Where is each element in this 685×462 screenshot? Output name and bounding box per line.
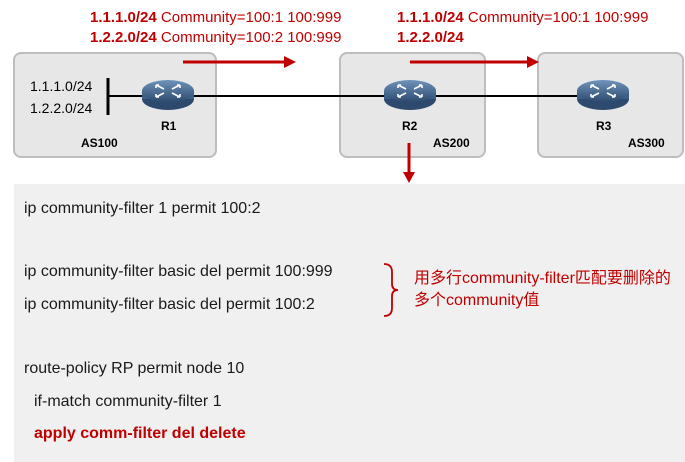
route-label-line1: 1.1.1.0/24 Community=100:1 100:999 xyxy=(90,9,342,26)
prefix-item: 1.2.2.0/24 xyxy=(30,100,93,116)
route-label-line2: 1.2.2.0/24 Community=100:2 100:999 xyxy=(90,29,342,46)
prefix-item: 1.1.1.0/24 xyxy=(30,78,93,94)
route-label-r1-r2: 1.1.1.0/24 Community=100:1 100:999 1.2.2… xyxy=(90,8,341,48)
config-line: route-policy RP permit node 10 xyxy=(24,360,245,377)
brace xyxy=(383,263,399,317)
router-name-r1: R1 xyxy=(161,119,177,133)
brace-graphic xyxy=(383,263,399,317)
config-line: ip community-filter 1 permit 100:2 xyxy=(24,200,261,217)
config-line: ip community-filter basic del permit 100… xyxy=(24,263,333,280)
route-label-line2: 1.2.2.0/24 xyxy=(397,29,464,46)
annotation-note: 用多行community-filter匹配要删除的多个community值 xyxy=(414,270,671,309)
as-name-as100: AS100 xyxy=(81,136,118,150)
config-panel: ip community-filter 1 permit 100:2 ip co… xyxy=(14,184,685,462)
router-icon xyxy=(142,80,194,110)
config-line: if-match community-filter 1 xyxy=(34,393,222,410)
config-arrow-r2 xyxy=(403,143,415,183)
as-name-as200: AS200 xyxy=(433,136,470,150)
router-icon xyxy=(577,80,629,110)
prefix-list: 1.1.1.0/24 1.2.2.0/24 xyxy=(30,75,92,119)
router-name-r3: R3 xyxy=(596,119,612,133)
config-line: ip community-filter basic del permit 100… xyxy=(24,296,315,313)
route-label-r2-r3: 1.1.1.0/24 Community=100:1 100:999 1.2.2… xyxy=(397,8,648,48)
route-label-line1: 1.1.1.0/24 Community=100:1 100:999 xyxy=(397,9,649,26)
router-icon xyxy=(384,80,436,110)
update-arrow-r1-r2 xyxy=(183,56,296,68)
as-name-as300: AS300 xyxy=(628,136,665,150)
config-line-highlight: apply comm-filter del delete xyxy=(34,425,246,442)
router-name-r2: R2 xyxy=(402,119,418,133)
update-arrow-r2-r3 xyxy=(410,56,539,68)
